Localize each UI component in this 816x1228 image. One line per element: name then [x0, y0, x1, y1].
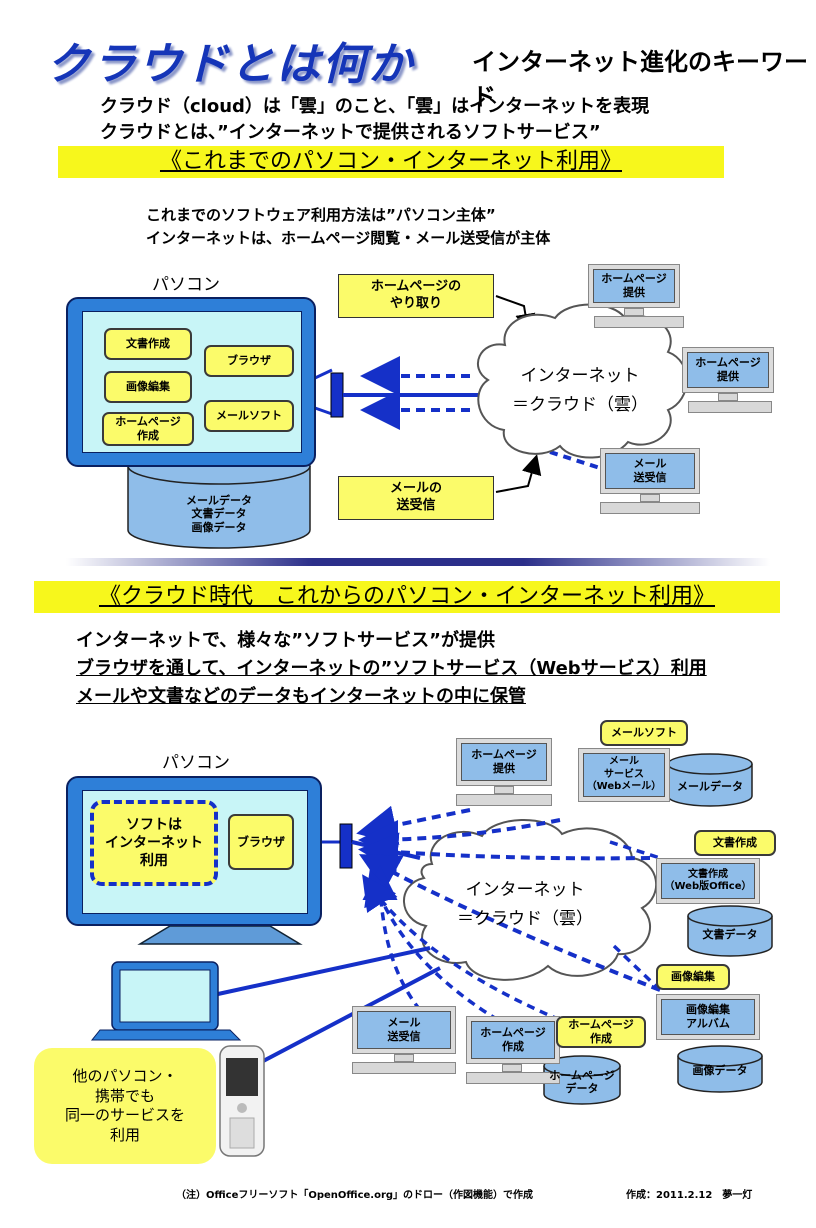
tag-document: 文書作成: [694, 830, 776, 856]
other-devices-note: 他のパソコン・ 携帯でも 同一のサービスを 利用: [34, 1048, 216, 1164]
section2-line-1: インターネットで、様々な”ソフトサービス”が提供: [76, 630, 495, 651]
db-image: 画像データ: [692, 1064, 748, 1078]
section1-desc-1: これまでのソフトウェア利用方法は”パソコン主体”: [146, 206, 496, 224]
section-divider: [66, 558, 770, 566]
callout-homepage-exchange: ホームページの やり取り: [338, 274, 494, 318]
footer-note: （注）Officeフリーソフト「OpenOffice.org」のドロー（作図機能…: [176, 1190, 534, 1201]
server-homepage-make: ホームページ 作成: [466, 1016, 562, 1096]
section2-line-3: メールや文書などのデータもインターネットの中に保管: [76, 686, 526, 707]
section2-connectors: [90, 753, 773, 1157]
tag-mailsoft: メールソフト: [600, 720, 688, 746]
section2-line-2: ブラウザを通して、インターネットの”ソフトサービス（Webサービス）利用: [76, 658, 707, 679]
section1-local-data: メールデータ 文書データ 画像データ: [186, 494, 252, 534]
section2-cloud-label: インターネット ＝クラウド（雲）: [457, 880, 593, 929]
app-browser: ブラウザ: [204, 345, 294, 377]
intro-line-1: クラウド（cloud）は「雲」のこと、「雲」はインターネットを表現: [100, 96, 650, 117]
server-mail: メール サービス （Webメール）: [578, 748, 674, 808]
section1-server-3: メール 送受信: [600, 448, 702, 526]
callout-mail-exchange: メールの 送受信: [338, 476, 494, 520]
app-image-edit: 画像編集: [104, 371, 192, 403]
section2-browser: ブラウザ: [228, 814, 294, 870]
section1-server-2: ホームページ 提供: [682, 347, 774, 423]
app-mailsoft: メールソフト: [204, 400, 294, 432]
soft-internet-box: ソフトは インターネット 利用: [90, 800, 218, 886]
section1-band: 《これまでのパソコン・インターネット利用》: [58, 146, 724, 178]
tag-homepage-make: ホームページ 作成: [556, 1016, 646, 1048]
app-document: 文書作成: [104, 328, 192, 360]
section1-cloud-label: インターネット ＝クラウド（雲）: [512, 366, 648, 415]
server-document: 文書作成 （Web版Office）: [656, 858, 760, 908]
page-title: クラウドとは何か: [46, 39, 414, 90]
page-subtitle: インターネット進化のキーワード: [472, 48, 808, 111]
server-mail-send: メール 送受信: [352, 1006, 458, 1086]
server-image: 画像編集 アルバム: [656, 994, 760, 1042]
db-mail: メールデータ: [677, 780, 743, 794]
db-homepage: ホームページ データ: [549, 1068, 615, 1095]
section1-server-1: ホームページ 提供: [588, 264, 684, 336]
section2-pc-label: パソコン: [162, 753, 230, 773]
section2-band: 《クラウド時代 これからのパソコン・インターネット利用》: [34, 581, 780, 613]
app-homepage-make: ホームページ 作成: [102, 412, 194, 446]
db-document: 文書データ: [702, 928, 758, 942]
server-homepage: ホームページ 提供: [456, 738, 554, 818]
intro-line-2: クラウドとは、”インターネットで提供されるソフトサービス”: [100, 122, 601, 143]
footer-credit: 作成：2011.2.12 夢一灯: [626, 1190, 753, 1201]
section1-desc-2: インターネットは、ホームページ閲覧・メール送受信が主体: [146, 229, 551, 247]
tag-image: 画像編集: [656, 964, 730, 990]
section1-pc-label: パソコン: [152, 275, 220, 295]
